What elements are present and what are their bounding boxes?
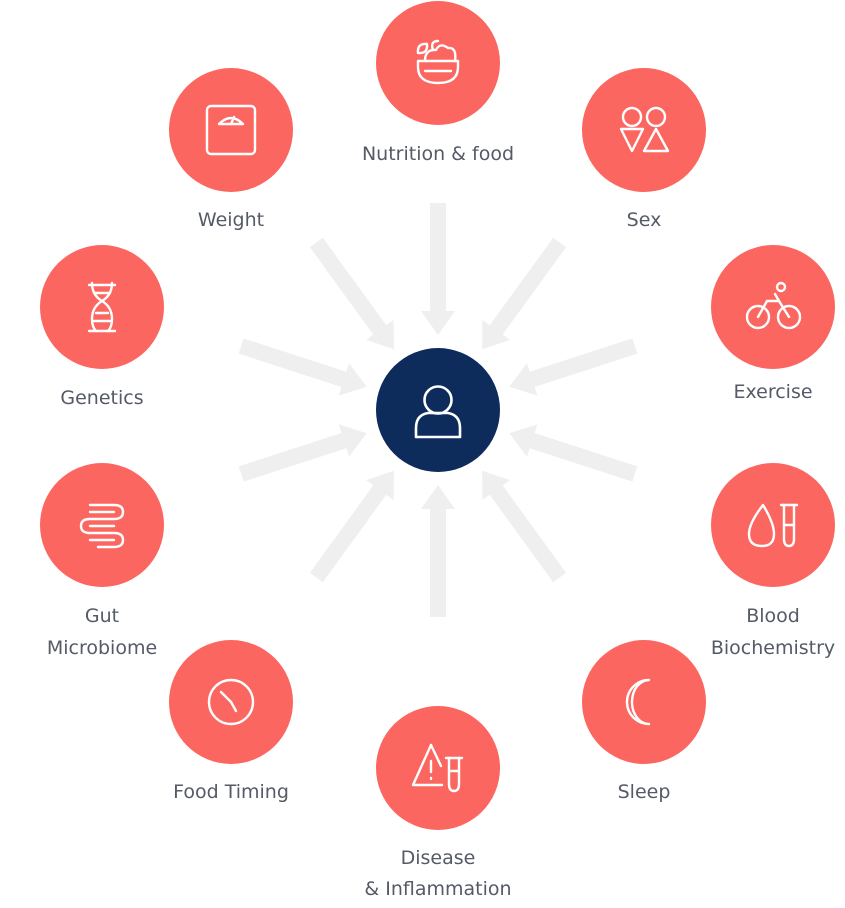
factor-label: Sex [627, 209, 662, 231]
scale-icon [205, 104, 257, 156]
factor-node-sex: Sex [582, 68, 706, 231]
factor-node-weight: Weight [169, 68, 293, 231]
factor-circle [711, 245, 835, 369]
warning-test-tube-icon [411, 743, 464, 793]
arrows-layer [238, 203, 638, 617]
factor-label: Genetics [60, 387, 143, 409]
moon-icon [625, 678, 651, 726]
factor-node-genetics: Genetics [40, 245, 164, 409]
factor-node-food-timing: Food Timing [169, 640, 293, 803]
center-node [376, 348, 500, 472]
factor-label: & Inflammation [364, 878, 511, 900]
arrow-blood-biochemistry [509, 424, 638, 482]
factor-circle [582, 640, 706, 764]
factor-label: Weight [198, 209, 264, 231]
factor-label: Nutrition & food [362, 143, 514, 165]
blood-test-icon [747, 503, 799, 548]
factor-label: Gut [85, 605, 119, 627]
clock-icon [207, 678, 255, 726]
factor-node-disease-inflammation: Disease & Inflammation [364, 706, 512, 900]
factor-label: Blood [746, 605, 800, 627]
factor-circle [582, 68, 706, 192]
factor-label: Sleep [618, 781, 671, 803]
arrow-gut-microbiome [238, 424, 367, 482]
factor-node-exercise: Exercise [711, 245, 835, 403]
factor-circle [40, 245, 164, 369]
arrow-genetics [238, 338, 367, 396]
factor-label: Microbiome [47, 637, 157, 659]
factor-nodes: Nutrition & foodSexExerciseBloodBiochemi… [40, 1, 835, 900]
arrow-exercise [509, 338, 638, 396]
factor-circle [169, 68, 293, 192]
arrow-sleep [482, 470, 567, 583]
arrow-disease-inflammation [421, 485, 455, 617]
sex-symbols-icon [619, 106, 670, 153]
cyclist-icon [745, 281, 802, 330]
intestine-icon [79, 503, 125, 549]
factor-node-sleep: Sleep [582, 640, 706, 803]
factor-label: Food Timing [173, 781, 289, 803]
arrow-food-timing [309, 470, 394, 583]
factor-label: Biochemistry [711, 637, 835, 659]
arrow-weight [309, 237, 394, 350]
factor-label: Disease [401, 847, 476, 869]
dna-icon [87, 281, 117, 333]
arrow-nutrition-food [421, 203, 455, 335]
factor-circle [376, 1, 500, 125]
person-icon [414, 385, 462, 439]
salad-bowl-icon [416, 39, 460, 85]
factor-circle [376, 706, 500, 830]
arrow-sex [482, 237, 567, 350]
factor-node-nutrition-food: Nutrition & food [362, 1, 514, 165]
factor-label: Exercise [733, 381, 812, 403]
